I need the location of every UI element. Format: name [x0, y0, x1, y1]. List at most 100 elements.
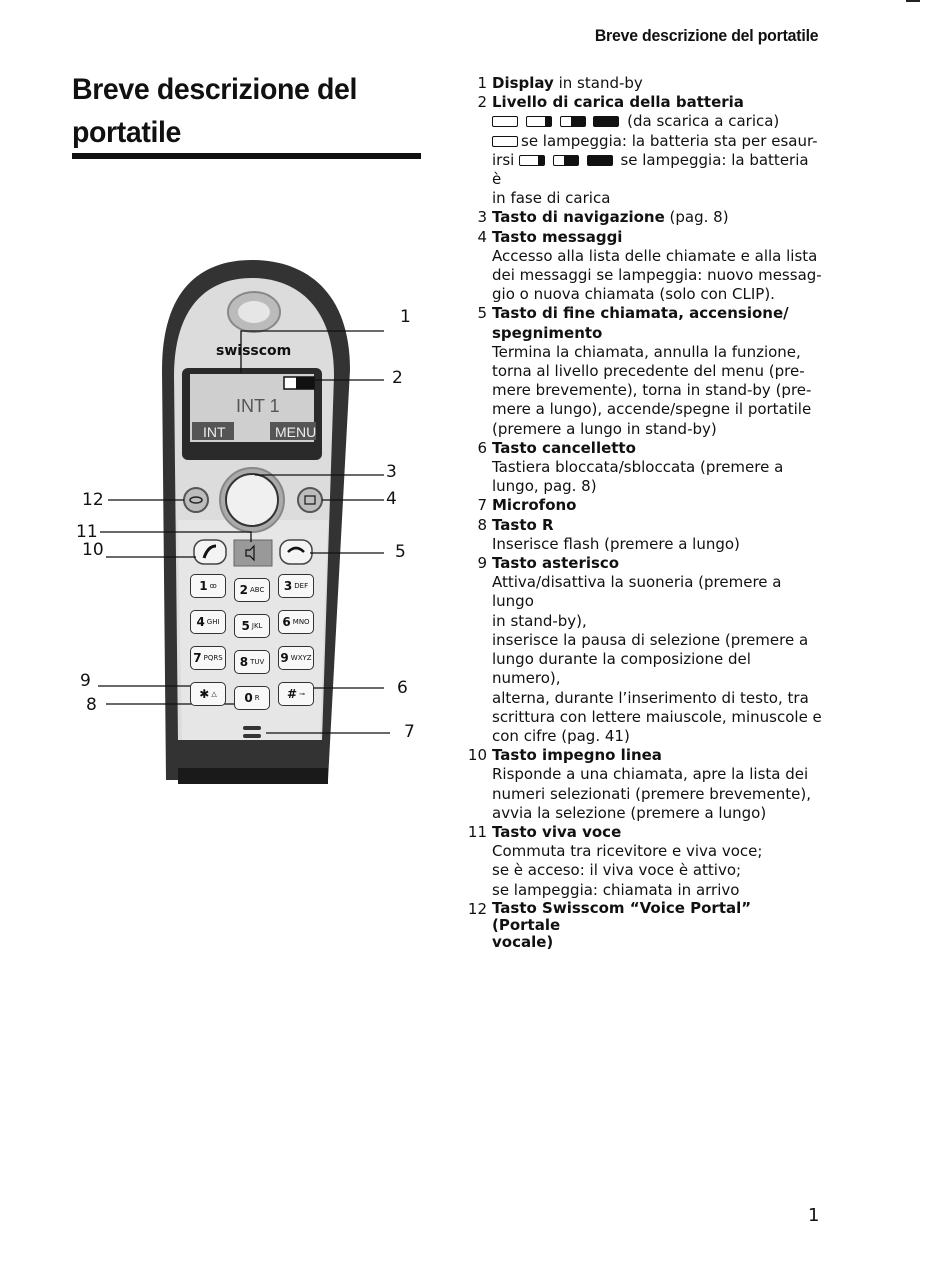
key-sub-label: △: [211, 690, 217, 698]
nav-key: [225, 473, 279, 527]
item-title: Microfono: [492, 496, 577, 515]
list-item: 5 Tasto di fine chiamata, accensione/ sp…: [466, 304, 822, 438]
callout-12: 12: [82, 490, 104, 510]
battery-full-icon: [586, 154, 613, 166]
battery-empty-icon: [492, 116, 518, 128]
key-sub-label: WXYZ: [290, 654, 312, 662]
callout-5: 5: [395, 542, 406, 562]
key-main-label: 4: [196, 615, 205, 629]
callout-2: 2: [392, 368, 403, 388]
phone-base: [178, 768, 328, 784]
item-number: 11: [467, 822, 487, 841]
item-number: 10: [467, 746, 487, 765]
item-title: Tasto di navigazione: [492, 208, 665, 227]
item-title: Display: [492, 74, 554, 92]
item-title: Livello di carica della batteria: [492, 93, 744, 112]
battery-levels: (da scarica a carica): [492, 112, 822, 131]
battery-half-icon: [559, 116, 586, 128]
key-sub-label: JKL: [251, 622, 263, 630]
key-sub-label: DEF: [294, 582, 309, 590]
page-number: 1: [808, 1205, 820, 1226]
key-description-list: 1 Display in stand-by 2 Livello di caric…: [466, 74, 822, 951]
item-number: 5: [477, 304, 487, 323]
key-sub-label: MNO: [292, 618, 310, 626]
item-title: Tasto impegno linea: [492, 746, 662, 765]
display-text: INT 1: [236, 396, 280, 416]
list-item: 11 Tasto viva voce Commuta tra ricevitor…: [466, 823, 822, 900]
item-number: 7: [477, 496, 487, 515]
page-title: Breve descrizione del portatile: [72, 68, 405, 154]
list-item: 7 Microfono: [466, 496, 822, 515]
end-key: [279, 539, 313, 565]
item-number: 2: [477, 93, 487, 112]
key-main-label: #: [287, 687, 298, 701]
keypad-key[interactable]: #⊸: [278, 682, 314, 706]
item-number: 8: [477, 515, 487, 534]
item-number: 1: [477, 74, 487, 92]
key-main-label: 2: [239, 583, 248, 597]
item-title: Tasto asterisco: [492, 554, 620, 573]
item-title: Tasto viva voce: [492, 822, 622, 841]
key-main-label: 6: [282, 615, 291, 629]
key-sub-label: R: [254, 694, 260, 702]
item-number: 6: [477, 438, 487, 457]
item-title: Tasto Swisscom “Voice Portal” (Portale: [492, 898, 752, 934]
key-main-label: 3: [283, 579, 293, 593]
key-main-label: 0: [244, 691, 253, 705]
item-number: 3: [477, 208, 487, 227]
callout-8: 8: [86, 695, 97, 715]
keypad-key[interactable]: ✱△: [190, 682, 226, 706]
list-item: 2 Livello di carica della batteria (da s…: [466, 93, 822, 208]
battery-low-icon: [519, 154, 546, 166]
callout-11: 11: [76, 522, 98, 542]
callout-3: 3: [386, 462, 397, 482]
key-main-label: ✱: [199, 687, 210, 701]
page-title-line1: Breve descrizione del: [72, 73, 358, 106]
item-number: 9: [477, 554, 487, 573]
key-sub-label: ABC: [250, 586, 265, 594]
list-item: 4 Tasto messaggi Accesso alla lista dell…: [466, 228, 822, 305]
softkey-right-label: MENU: [275, 424, 317, 440]
running-header: Breve descrizione del portatile: [594, 26, 818, 45]
key-sub-label: GHI: [206, 618, 220, 626]
callout-9: 9: [80, 671, 91, 691]
battery-low-icon: [525, 116, 552, 128]
key-main-label: 9: [280, 651, 289, 665]
key-sub-label: PQRS: [203, 654, 223, 662]
battery-full-icon: [593, 116, 620, 128]
speaker-key: [233, 539, 273, 567]
key-sub-label: ⊸: [299, 690, 305, 698]
callout-7: 7: [404, 722, 415, 742]
page-title-line2: portatile: [72, 116, 182, 149]
list-item: 12 Tasto Swisscom “Voice Portal” (Portal…: [466, 898, 822, 951]
battery-half-icon: [552, 154, 579, 166]
item-number: 12: [467, 899, 487, 918]
key-sub-label: ꝏ: [209, 582, 217, 590]
item-title: Tasto messaggi: [492, 227, 623, 246]
top-rule: [906, 0, 920, 2]
title-rule: [72, 153, 421, 159]
list-item: 10 Tasto impegno linea Risponde a una ch…: [466, 746, 822, 823]
key-main-label: 7: [193, 651, 202, 665]
key-main-label: 5: [241, 619, 250, 633]
item-title: Tasto R: [492, 515, 554, 534]
message-key: [297, 487, 323, 513]
talk-key: [193, 539, 227, 565]
list-item: 3 Tasto di navigazione (pag. 8): [466, 208, 822, 227]
item-title: Tasto di fine chiamata, accensione/: [492, 304, 789, 323]
item-number: 4: [477, 227, 487, 246]
list-item: 6 Tasto cancelletto Tastiera bloccata/sb…: [466, 439, 822, 497]
callout-6: 6: [397, 678, 408, 698]
list-item: 1 Display in stand-by: [466, 74, 822, 93]
